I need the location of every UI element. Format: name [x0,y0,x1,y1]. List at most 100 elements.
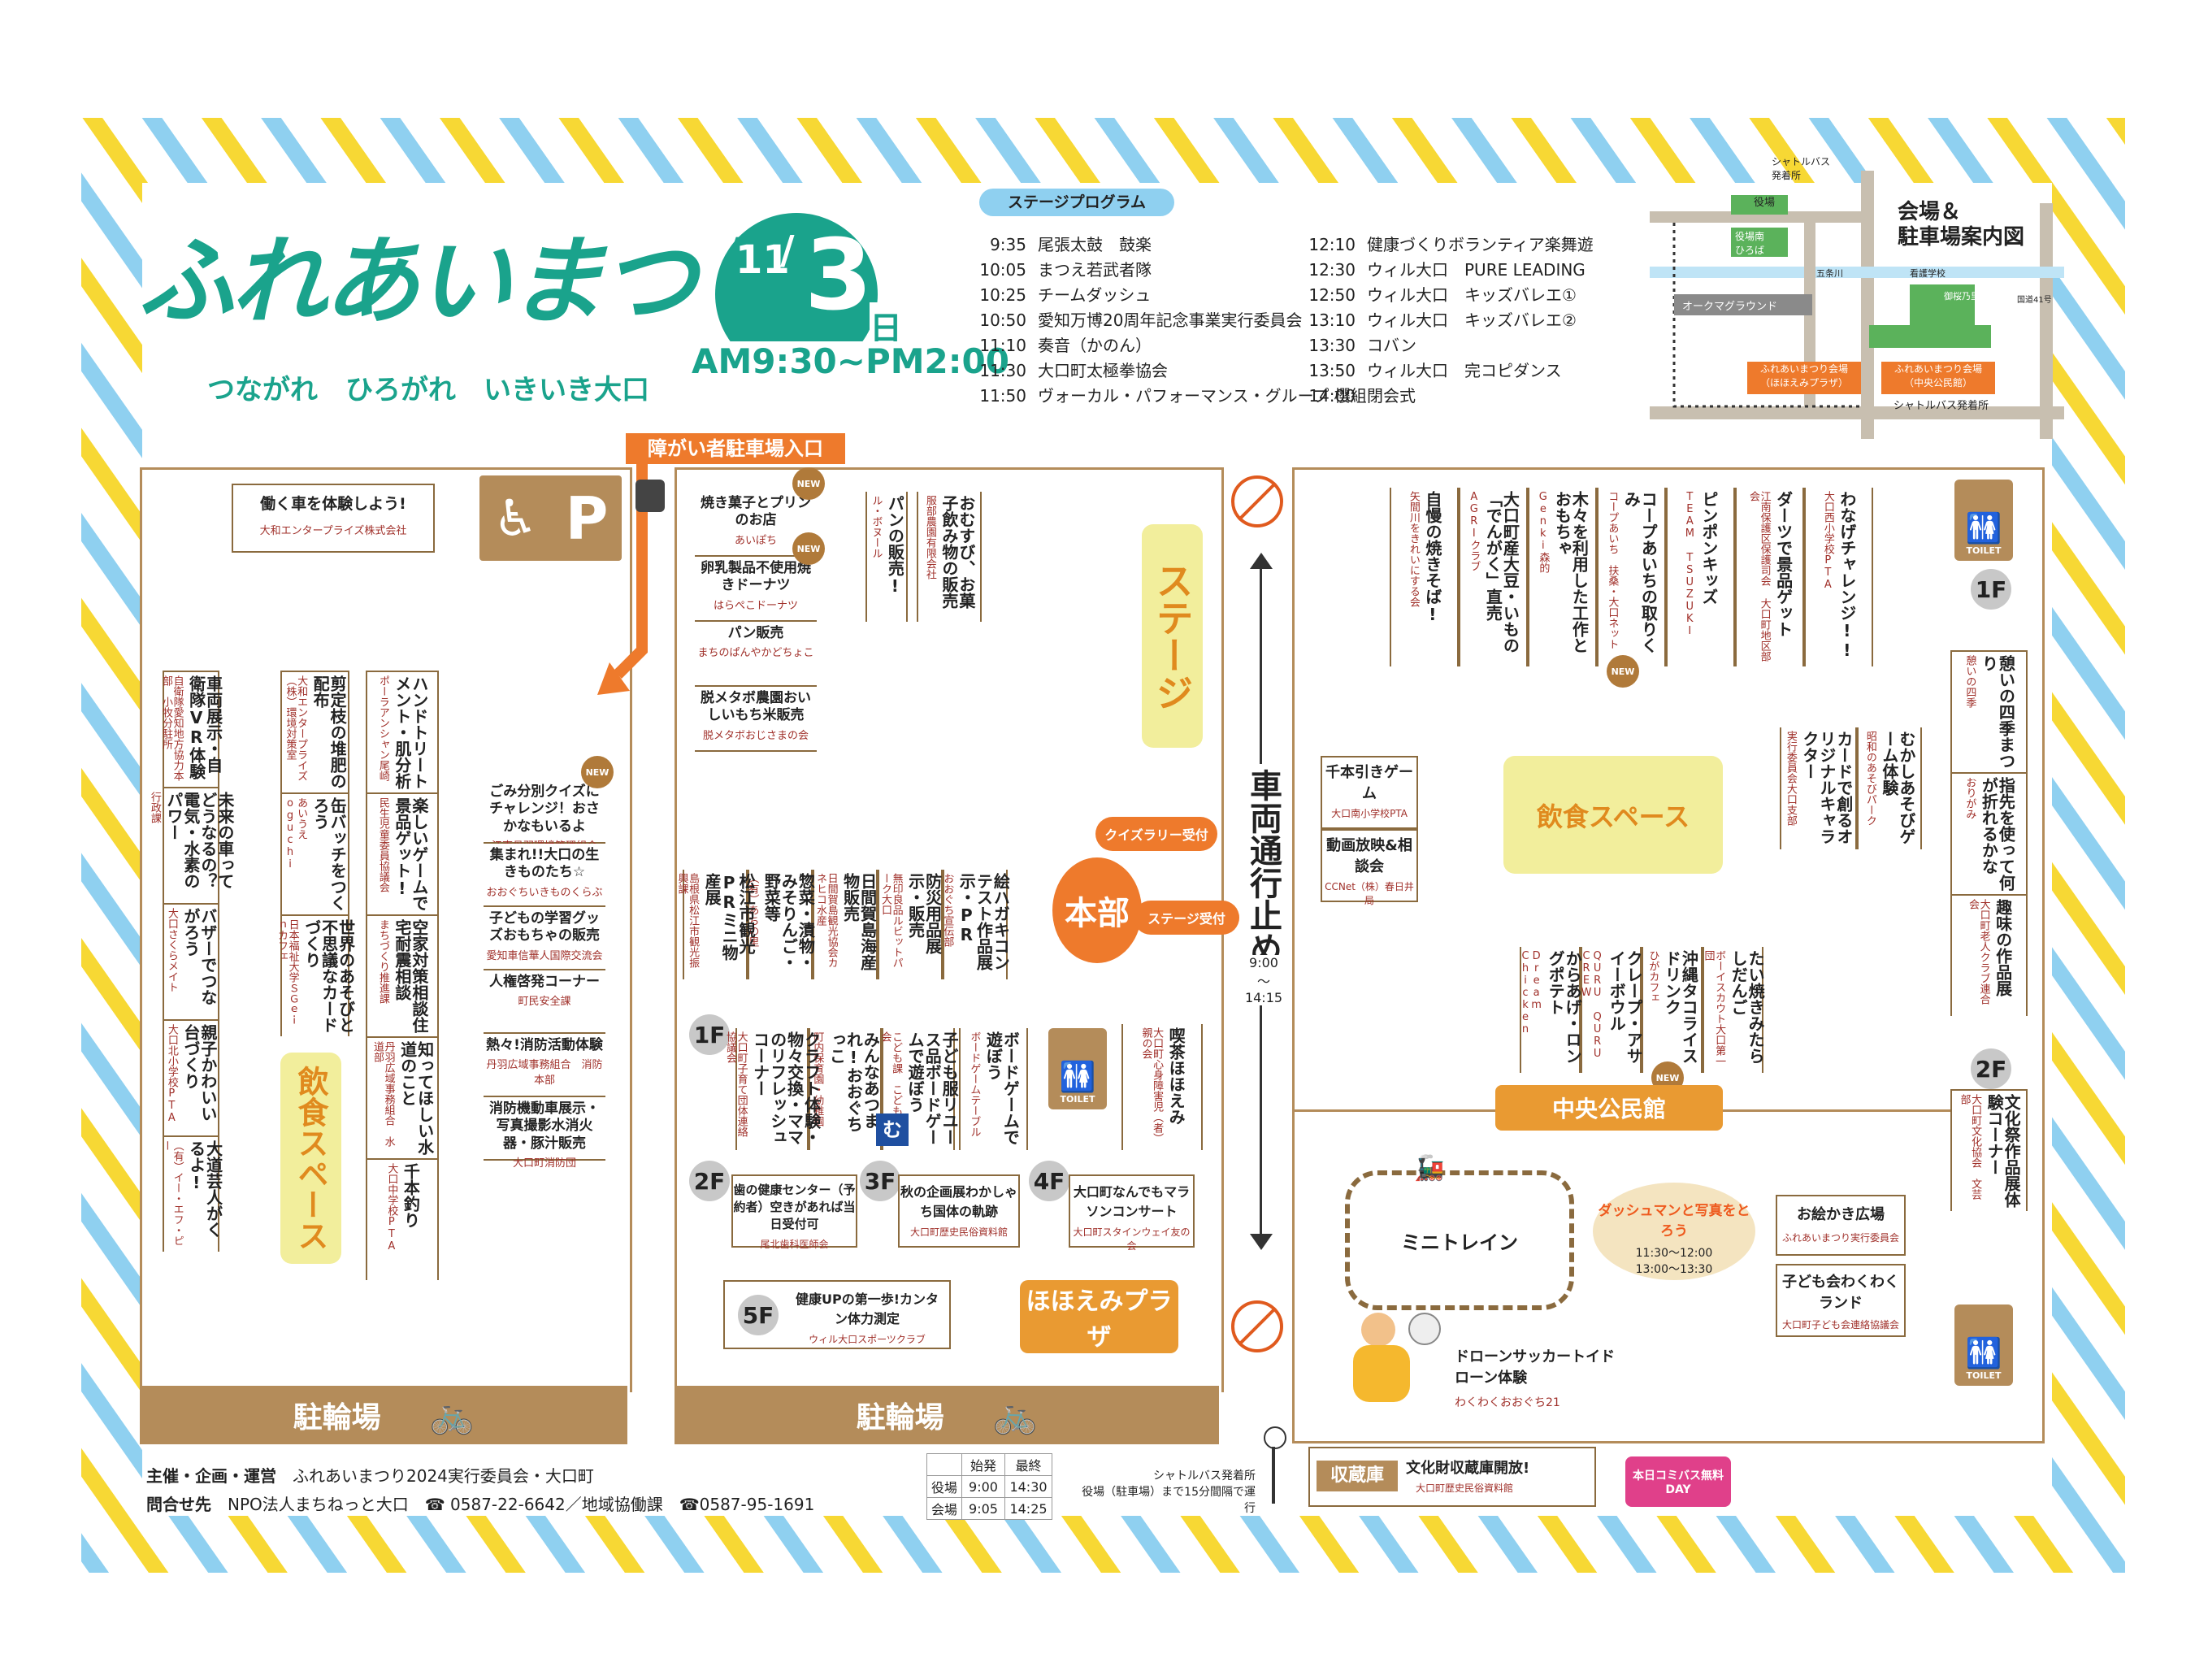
left-col-2: 剪定枝の堆肥の配布大和エンタープライズ（株）環境対策室缶バッチをつくろうあいうえ… [275,671,356,1036]
video-booth: 動画放映&相談会 CCNet（株）春日井局 [1321,829,1418,906]
stage-title: ウィル大口 完コピダンス [1367,361,1562,380]
stage-area: ステージ [1142,524,1203,748]
plaza-booths: 子ども服リユース品ボードゲームで遊ぼうこども課 こどもまち会みんなあつまれ!おお… [724,1028,959,1150]
footer-contact: 問合せ先 NPO法人まちねっと大口 ☎ 0587-22-6642／地域協働課 ☎… [146,1495,815,1514]
stage-time: 14:00 [1308,386,1356,406]
no-entry-icon-bottom [1231,1300,1283,1352]
stage-title: ウィル大口 キッズバレエ① [1367,285,1577,305]
booth-sub: 大口町消防団 [512,1157,576,1170]
mini-train-track: ミニトレイン [1345,1170,1574,1310]
car-experience-booth: 働く車を体験しよう! 大和エンタープライズ株式会社 [232,484,435,553]
booth-name: クレープ・アサイーボウル [1607,950,1644,1064]
booth-name: 絵ハガキコンテスト作品展示・PR [957,873,1011,970]
stage-title: ヴォーカル・パフォーマンス・グループ 櫻組 [1038,386,1367,406]
booth-sub: まちづくり推進課 [376,919,389,1004]
booth-name: 指先を使って何が折れるかな [1979,777,2016,891]
booth-name: クラフト体験・物々交換・ママのリフレッシュコーナー [750,1031,822,1145]
booth: 車両展示・自衛隊VR体験自衛隊愛知地方協力本部 小牧分駐所 [160,671,223,787]
stage-time: 13:10 [1308,310,1356,330]
quiz-reception: クイズラリー受付 [1095,817,1217,851]
kids-land-booth: 子ども会わくわくランド 大口町子ども会連絡協議会 [1776,1264,1906,1337]
booth-sub: ボーイスカウト大口第一団 [1702,950,1726,1066]
new-badge: NEW [792,467,825,500]
stage-title: コバン [1367,336,1416,355]
inset-venue-left: ふれあいまつり会場 （ほほえみプラザ） [1747,362,1861,394]
booth: たい焼きみたらしだんごボーイスカウト大口第一団 [1702,947,1765,1073]
left-col-4: ごみ分別クイズにチャレンジ！おさかなもいるよ江南丹羽環境管理組合NEW集まれ!!… [484,756,614,1170]
divider [1723,1109,1959,1112]
plaza-floor-4: 4F [1029,1161,1069,1201]
booth-sub: ひがカフェ [1646,950,1659,1003]
booth-name: 木々を利用した工作とおもちゃ [1552,491,1590,653]
booth-sub: あいぽち [734,534,777,547]
inset-map: 役場 シャトルバス 発着所 役場南 ひろば 五条川 オークマグラウンド 看護学校… [1650,156,2064,439]
booth-sub: 江南保護区保護司会 大口町地区部会 [1747,491,1771,662]
inset-gojo: 五条川 [1816,268,1843,279]
shuttle-note: シャトルバス発着所役場（駐車場）まで15分間隔で運行 [1082,1469,1256,1515]
booth-sub: 丹羽広域事務組合 水道部 [371,1041,395,1147]
stage-title: 大口町太極拳協会 [1038,361,1168,380]
senbon-booth: 千本引きゲーム 大口南小学校PTA [1321,756,1418,829]
booth-name: 親子かわいい台づくり [180,1024,218,1122]
fitness-test-booth: 5F 健康UPの第一歩!カンタン体力測定 ウィル大口スポーツクラブ [723,1280,951,1349]
booth-sub: 大和エンタープライズ（株）環境対策室 [284,675,308,781]
booth-name: 沖縄タコライスドリンク [1662,950,1699,1064]
stage-title: 奏音（かのん） [1038,336,1152,355]
road-closed-label: 車両通行止め [1239,764,1286,969]
hohoemi-plaza: ほほえみプラザ [1020,1280,1178,1353]
inset-shuttle-bottom: シャトルバス発着所 [1894,400,1989,412]
inset-yakuba: 役場 [1754,197,1776,209]
booth-name: 憩いの四季まつり [1979,655,2016,769]
booth-sub: 町内保育園・幼稚園 [811,1031,824,1127]
stage-time: 10:25 [979,285,1026,305]
booth: 集まれ!!大口の生きものたち☆おおぐちいきものくらぶ [484,844,605,907]
stage-title: ウィル大口 キッズバレエ② [1367,310,1577,330]
booth: 熱々!消防活動体験丹羽広域事務組合 消防本部 [484,1034,605,1097]
booth: ダーツで景品ゲット江南保護区保護司会 大口町地区部会 [1735,488,1804,666]
booth-sub: ポーラアンシャン尾崎 [376,675,389,781]
booth-name: 趣味の作品展 [1993,899,2013,996]
booth: 千本釣り大口中学校PTA [366,1158,439,1280]
booth: 趣味の作品展大口町老人クラブ連合会 [1950,894,2028,1016]
train-icon: 🚂 [1414,1154,1445,1183]
booth-name: 知ってほしい水道のこと [397,1041,435,1155]
booth-name: パン販売 [727,625,784,641]
right-floor-2: 2F [1971,1048,2011,1089]
booth-sub: 無印良品ルビットパーク大口 [879,873,903,968]
booth-sub: 大口中学校PTA [385,1163,398,1252]
stage-title: ウィル大口 PURE LEADING [1367,260,1586,280]
wheelchair-icon: ♿ [492,488,539,548]
date-day: 3 [805,219,873,332]
booth-sub: AGRIクラブ [1468,491,1481,571]
kissa-booth: 喫茶ほほえみ大口町心身障害児（者）親の会 [1121,1024,1203,1150]
stage-title: まつえ若武者隊 [1038,260,1152,280]
left-food-space: 飲食スペース [280,1053,341,1264]
booth-sub: おおぐち宣伝部 [941,873,954,947]
left-col-1: 車両展示・自衛隊VR体験自衛隊愛知地方協力本部 小牧分駐所未来の車ってどうなるの… [149,671,235,1252]
booth: 日間賀島海産物販売日間賀島観光協会カネヒコ水産 [813,870,878,979]
inset-venue-right: ふれあいまつり会場 （中央公民館） [1881,362,1995,394]
left-bicycle-parking: 駐輪場 🚲 [140,1386,627,1444]
inset-gozakura: 御桜乃里 [1944,291,1980,302]
booth-name: ハンドトリートメント・肌分析 [392,675,429,789]
stage-title: 健康づくりボランティア楽舞遊 [1367,235,1594,254]
stage-time: 9:35 [990,235,1026,254]
storage-label: 収蔵庫 [1317,1461,1398,1491]
booth-sub: 自衛隊愛知地方協力本部 小牧分駐所 [160,675,184,781]
